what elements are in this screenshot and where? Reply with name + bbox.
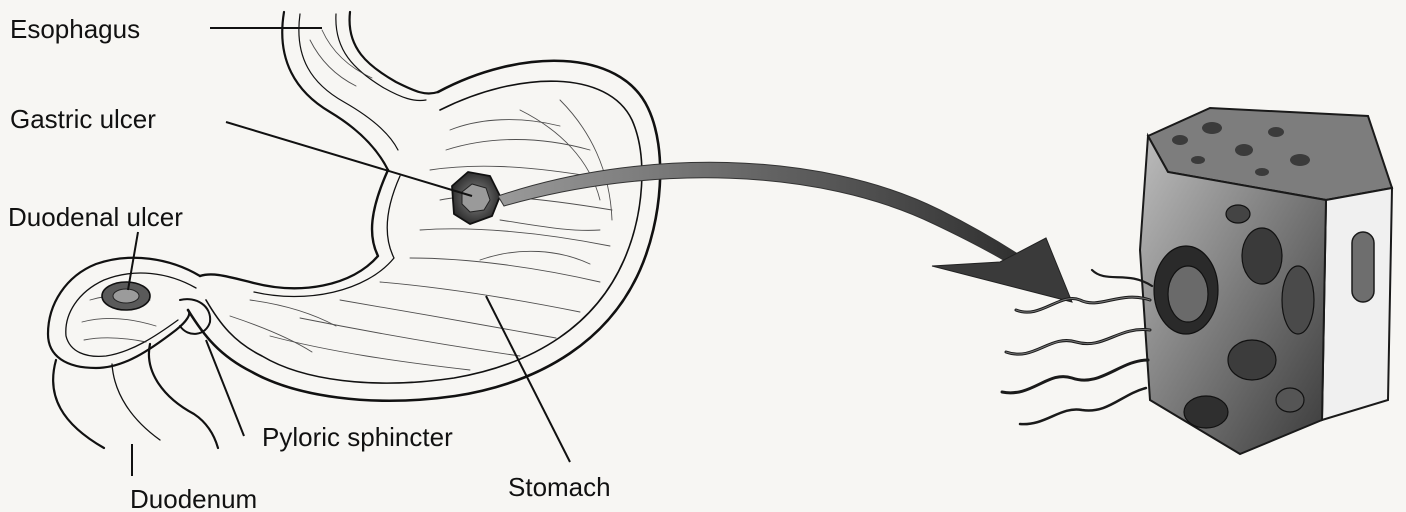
label-pyloric-sphincter: Pyloric sphincter [262, 422, 453, 452]
esophagus-wall-right [350, 12, 438, 94]
stomach-inner-wall [206, 81, 642, 383]
gastric-rugae [82, 30, 612, 370]
label-stomach: Stomach [508, 472, 611, 502]
leader-lines [128, 28, 570, 476]
bacteria-flagella-icon [1002, 270, 1152, 424]
lesser-curvature [200, 170, 388, 288]
tissue-slot [1352, 232, 1374, 302]
pyloric-sphincter-ring [180, 299, 210, 334]
duodenum-tube [53, 360, 104, 448]
label-duodenum: Duodenum [130, 484, 257, 512]
stomach-leader [486, 296, 570, 462]
curved-arrow-icon [498, 162, 1072, 302]
label-gastric-ulcer: Gastric ulcer [10, 104, 156, 134]
duodenal-ulcer-leader [128, 232, 138, 290]
esophagus-wall-left [282, 12, 388, 170]
gastric-ulcer-crater [452, 172, 500, 224]
label-esophagus: Esophagus [10, 14, 140, 44]
label-duodenal-ulcer: Duodenal ulcer [8, 202, 183, 232]
duodenal-ulcer-crater [102, 282, 150, 310]
gastric-ulcer-leader [226, 122, 472, 196]
